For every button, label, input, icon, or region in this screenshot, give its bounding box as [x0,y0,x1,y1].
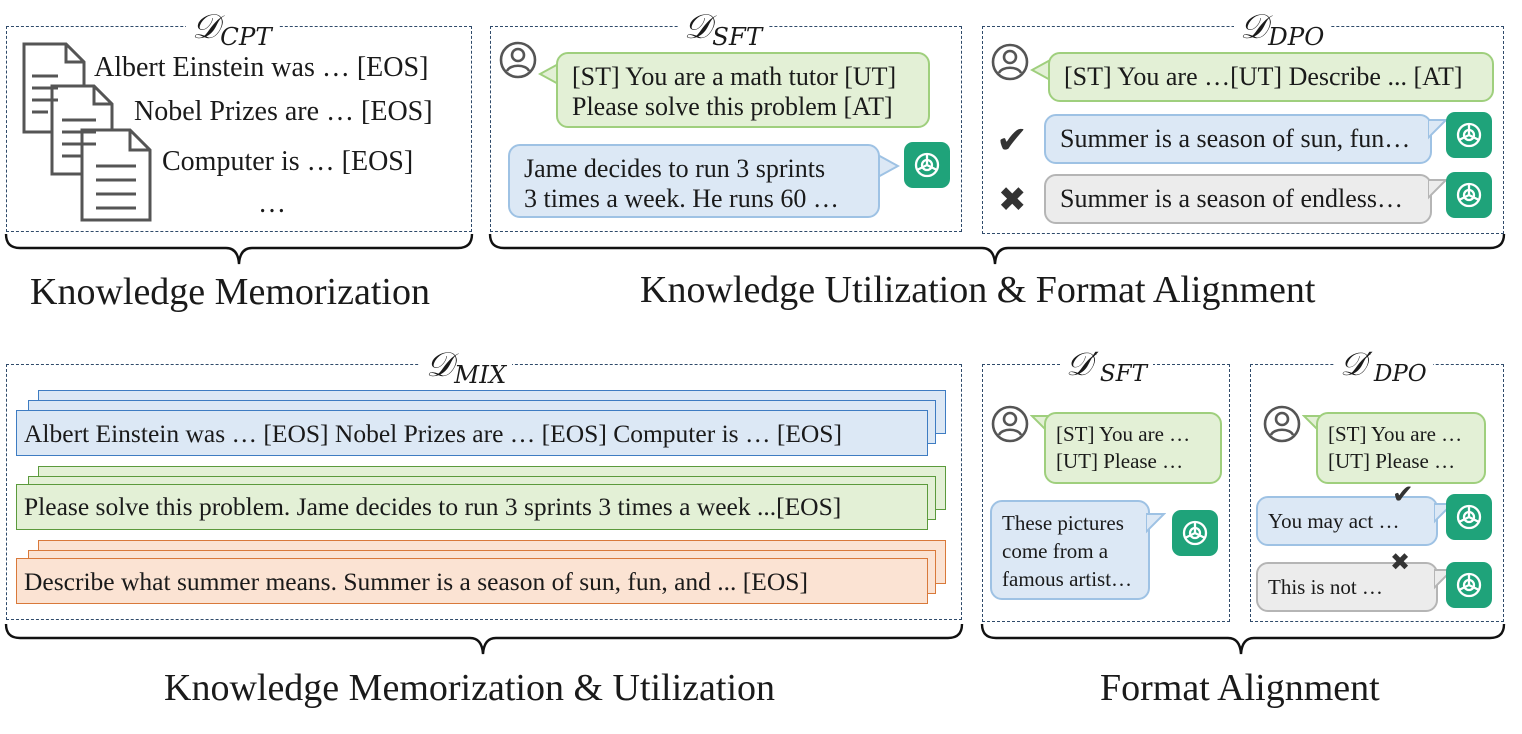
chosen-check-icon: ✔ [1392,480,1414,510]
sft-prime-user-bubble: [ST] You are … [UT] Please … [1044,412,1222,484]
mix-row-instruction-text: Please solve this problem. Jame decides … [24,492,842,521]
bubble-tail [1428,119,1448,140]
mix-row-preference-text: Describe what summer means. Summer is a … [24,567,808,596]
chatgpt-icon [904,142,950,188]
dpo-prime-chosen-bubble: You may act … [1256,496,1438,546]
rejected-cross-icon: ✖ [998,180,1027,220]
panel-dpo-title: 𝒟DPO [1234,10,1331,49]
sft-assistant-bubble: Jame decides to run 3 sprints 3 times a … [508,144,880,218]
bubble-tail [1428,179,1448,200]
sft-prime-assistant-bubble: These pictures come from a famous artist… [990,500,1150,600]
chatgpt-icon [1446,112,1492,158]
brace-format [980,623,1506,655]
sft-user-bubble: [ST] You are a math tutor [UT] Please so… [556,52,930,128]
cpt-line-3: Computer is … [EOS] [162,146,414,177]
chatgpt-icon [1172,510,1218,556]
dpo-chosen-bubble: Summer is a season of sun, fun… [1044,114,1432,164]
cpt-line-2: Nobel Prizes are … [EOS] [134,96,433,127]
mix-row-knowledge [16,410,928,456]
panel-dpo-prime-title: 𝒟′DPO [1334,348,1433,386]
panel-sft-prime-title: 𝒟′SFT [1060,348,1153,386]
chosen-check-icon: ✔ [996,118,1028,162]
chatgpt-icon [1446,172,1492,218]
user-icon [991,43,1029,81]
label-utilization-format: Knowledge Utilization & Format Alignment [640,269,1316,311]
dpo-rejected-bubble: Summer is a season of endless… [1044,174,1432,224]
panel-sft-title: 𝒟SFT [678,10,769,49]
dpo-user-bubble: [ST] You are …[UT] Describe ... [AT] [1048,52,1494,102]
mix-row-knowledge-text: Albert Einstein was … [EOS] Nobel Prizes… [24,419,842,448]
brace-utilization-format [488,233,1506,265]
chatgpt-icon [1446,494,1492,540]
rejected-cross-icon: ✖ [1390,548,1411,576]
document-stack-icon [22,42,152,222]
cpt-line-1: Albert Einstein was … [EOS] [94,52,429,83]
dpo-prime-rejected-bubble: This is not … [1256,562,1438,612]
panel-mix-title: 𝒟MIX [420,348,513,387]
dpo-prime-user-bubble: [ST] You are … [UT] Please … [1316,412,1486,484]
mix-row-instruction [16,484,928,530]
brace-memorization [4,233,474,265]
brace-memorization-utilization [4,623,964,655]
label-memorization-utilization: Knowledge Memorization & Utilization [164,667,776,709]
user-icon [991,405,1029,443]
label-memorization: Knowledge Memorization [30,271,430,313]
label-format: Format Alignment [1100,667,1380,709]
user-icon [499,41,537,79]
chatgpt-icon [1446,562,1492,608]
user-icon [1263,405,1301,443]
cpt-ellipsis: … [258,188,286,219]
panel-cpt-title: 𝒟CPT [186,10,278,49]
bubble-tail [1146,513,1166,534]
mix-row-preference [16,558,928,604]
